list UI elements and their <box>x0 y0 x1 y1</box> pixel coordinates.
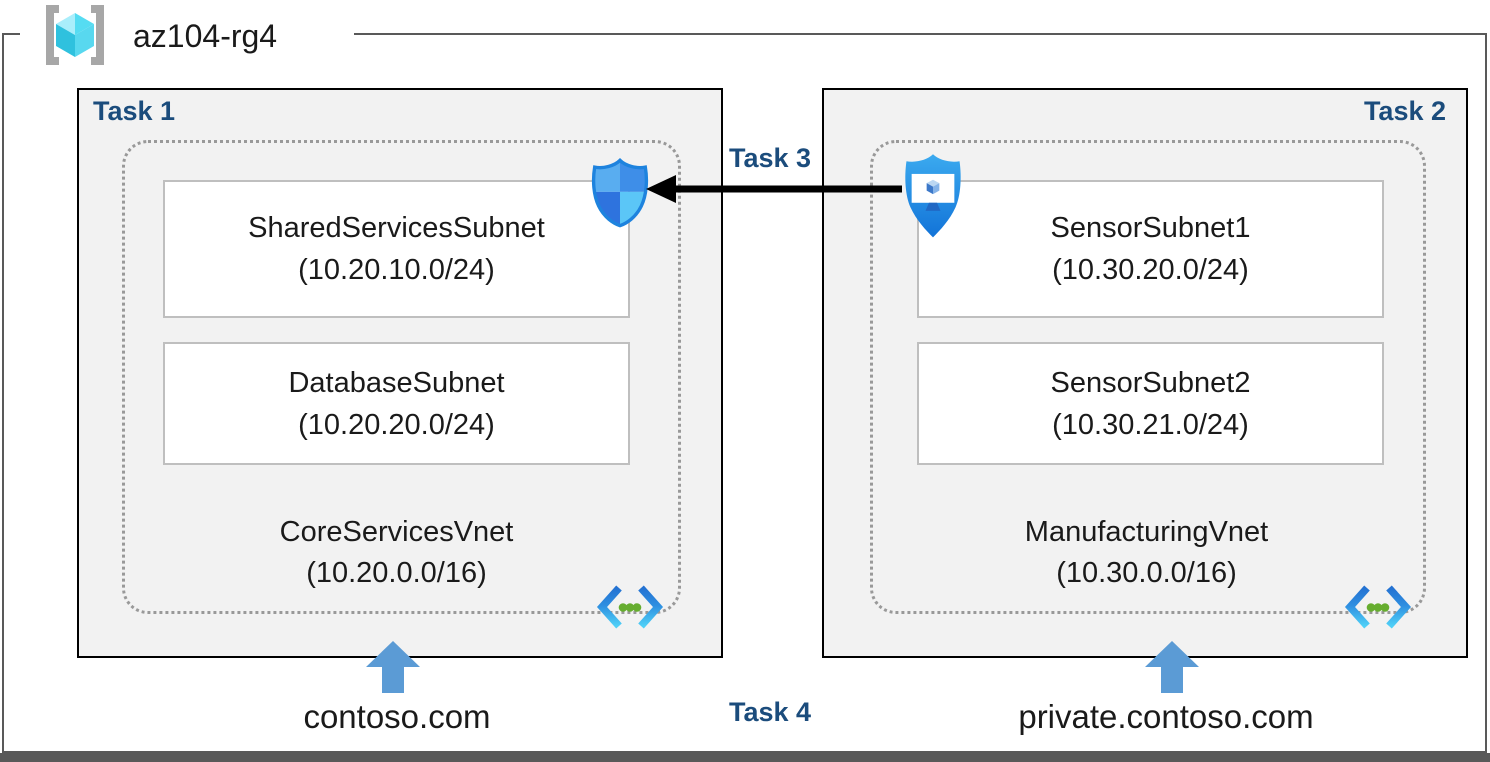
subnet-name: DatabaseSubnet <box>288 366 505 399</box>
task3-label: Task 3 <box>728 143 812 173</box>
vnet-cidr-text: (10.30.0.0/16) <box>1056 557 1237 589</box>
subnet-name: SensorSubnet1 <box>1050 212 1251 244</box>
application-security-group-icon <box>905 154 961 238</box>
resource-group-icon <box>46 5 104 65</box>
subnet-cidr: (10.30.21.0/24) <box>1052 408 1249 441</box>
task2-label: Task 2 <box>1363 96 1446 126</box>
virtual-network-icon <box>1344 585 1412 629</box>
arrow-head <box>1145 641 1199 667</box>
arrow-head <box>366 641 420 667</box>
private-dns-zone-label: private.contoso.com <box>1018 698 1314 735</box>
network-security-group-icon <box>591 158 649 228</box>
frame-bottom-edge <box>0 753 1490 762</box>
task1-label: Task 1 <box>93 96 176 126</box>
subnet-name: SharedServicesSubnet <box>248 212 545 244</box>
vnet-name-text: ManufacturingVnet <box>1024 516 1269 548</box>
sensor-subnet1-box: SensorSubnet1 (10.30.20.0/24) <box>917 180 1384 318</box>
frame-border-gap <box>20 31 354 37</box>
shared-services-subnet-box: SharedServicesSubnet (10.20.10.0/24) <box>163 180 630 318</box>
arrow-shaft <box>1161 667 1183 693</box>
arrow-shaft <box>382 667 404 693</box>
vnet-name-text: CoreServicesVnet <box>279 516 514 548</box>
subnet-cidr: (10.20.20.0/24) <box>298 408 495 441</box>
vnet-cidr-text: (10.20.0.0/16) <box>306 557 487 589</box>
core-services-vnet-container <box>122 140 681 614</box>
manufacturing-vnet-container <box>870 140 1426 614</box>
subnet-name: SensorSubnet2 <box>1050 366 1251 399</box>
up-arrow-icon <box>1145 641 1199 693</box>
core-services-vnet-label: CoreServicesVnet (10.20.0.0/16) <box>143 512 650 594</box>
up-arrow-icon <box>366 641 420 693</box>
resource-group-title: az104-rg4 <box>133 18 278 54</box>
sensor-subnet2-box: SensorSubnet2 (10.30.21.0/24) <box>917 342 1384 465</box>
manufacturing-vnet-label: ManufacturingVnet (10.30.0.0/16) <box>893 512 1400 594</box>
database-subnet-box: DatabaseSubnet (10.20.20.0/24) <box>163 342 630 465</box>
dns-zone-label: contoso.com <box>303 698 491 735</box>
subnet-cidr: (10.30.20.0/24) <box>1052 254 1249 286</box>
virtual-network-icon <box>596 585 664 629</box>
left-arrow-icon <box>646 175 902 203</box>
task4-label: Task 4 <box>728 697 812 727</box>
subnet-cidr: (10.20.10.0/24) <box>298 254 495 286</box>
